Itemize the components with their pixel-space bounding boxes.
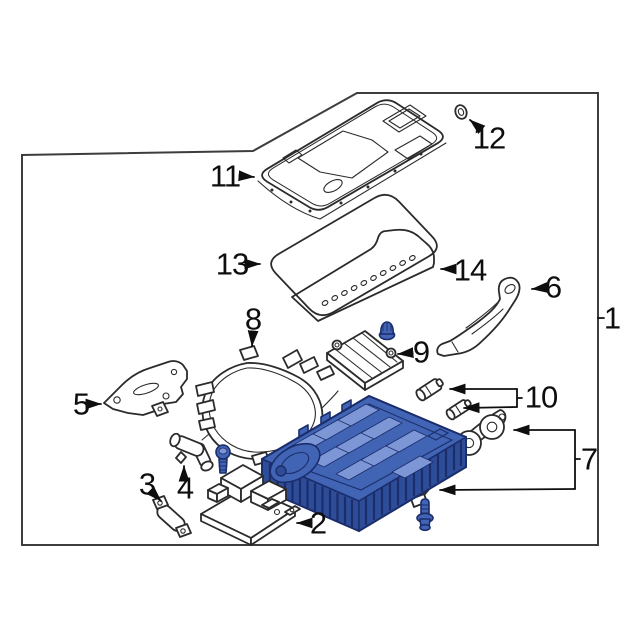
- part-support-bracket-right: [436, 276, 521, 357]
- callout-8: 8: [244, 301, 262, 337]
- callout-7: 7: [580, 441, 598, 477]
- part-sensor-cap-a: [415, 378, 444, 402]
- assembly-boundary-frame: [21, 92, 605, 546]
- callout-13: 13: [215, 246, 249, 282]
- part-vent-elbow: [169, 432, 214, 472]
- callout-6: 6: [544, 269, 562, 305]
- callout-10: 10: [524, 379, 558, 415]
- part-battery-cover: [257, 99, 447, 220]
- part-highlight-bolt-upper: [215, 444, 231, 474]
- callout-4: 4: [176, 470, 194, 506]
- part-hybrid-battery-pack: [261, 394, 467, 533]
- part-seal-strip: [291, 228, 435, 322]
- part-control-module: [326, 330, 404, 391]
- callout-9: 9: [412, 334, 430, 370]
- part-sensor-cap-b: [445, 399, 472, 421]
- callout-12: 12: [472, 120, 506, 156]
- part-grommet: [454, 104, 468, 120]
- callout-14: 14: [453, 252, 487, 288]
- callout-5: 5: [72, 386, 90, 422]
- callout-3: 3: [138, 466, 156, 502]
- callout-11: 11: [209, 158, 241, 194]
- callout-1: 1: [603, 300, 621, 336]
- part-highlight-bolt-lower: [416, 498, 434, 532]
- part-junction-block: [200, 464, 301, 546]
- part-clamp-bracket: [152, 495, 192, 538]
- callout-leaders: [85, 119, 581, 529]
- callout-2: 2: [309, 505, 327, 541]
- part-highlight-grommet: [378, 321, 396, 341]
- part-mounting-bracket-left: [103, 360, 188, 417]
- part-cover-gasket: [270, 193, 438, 317]
